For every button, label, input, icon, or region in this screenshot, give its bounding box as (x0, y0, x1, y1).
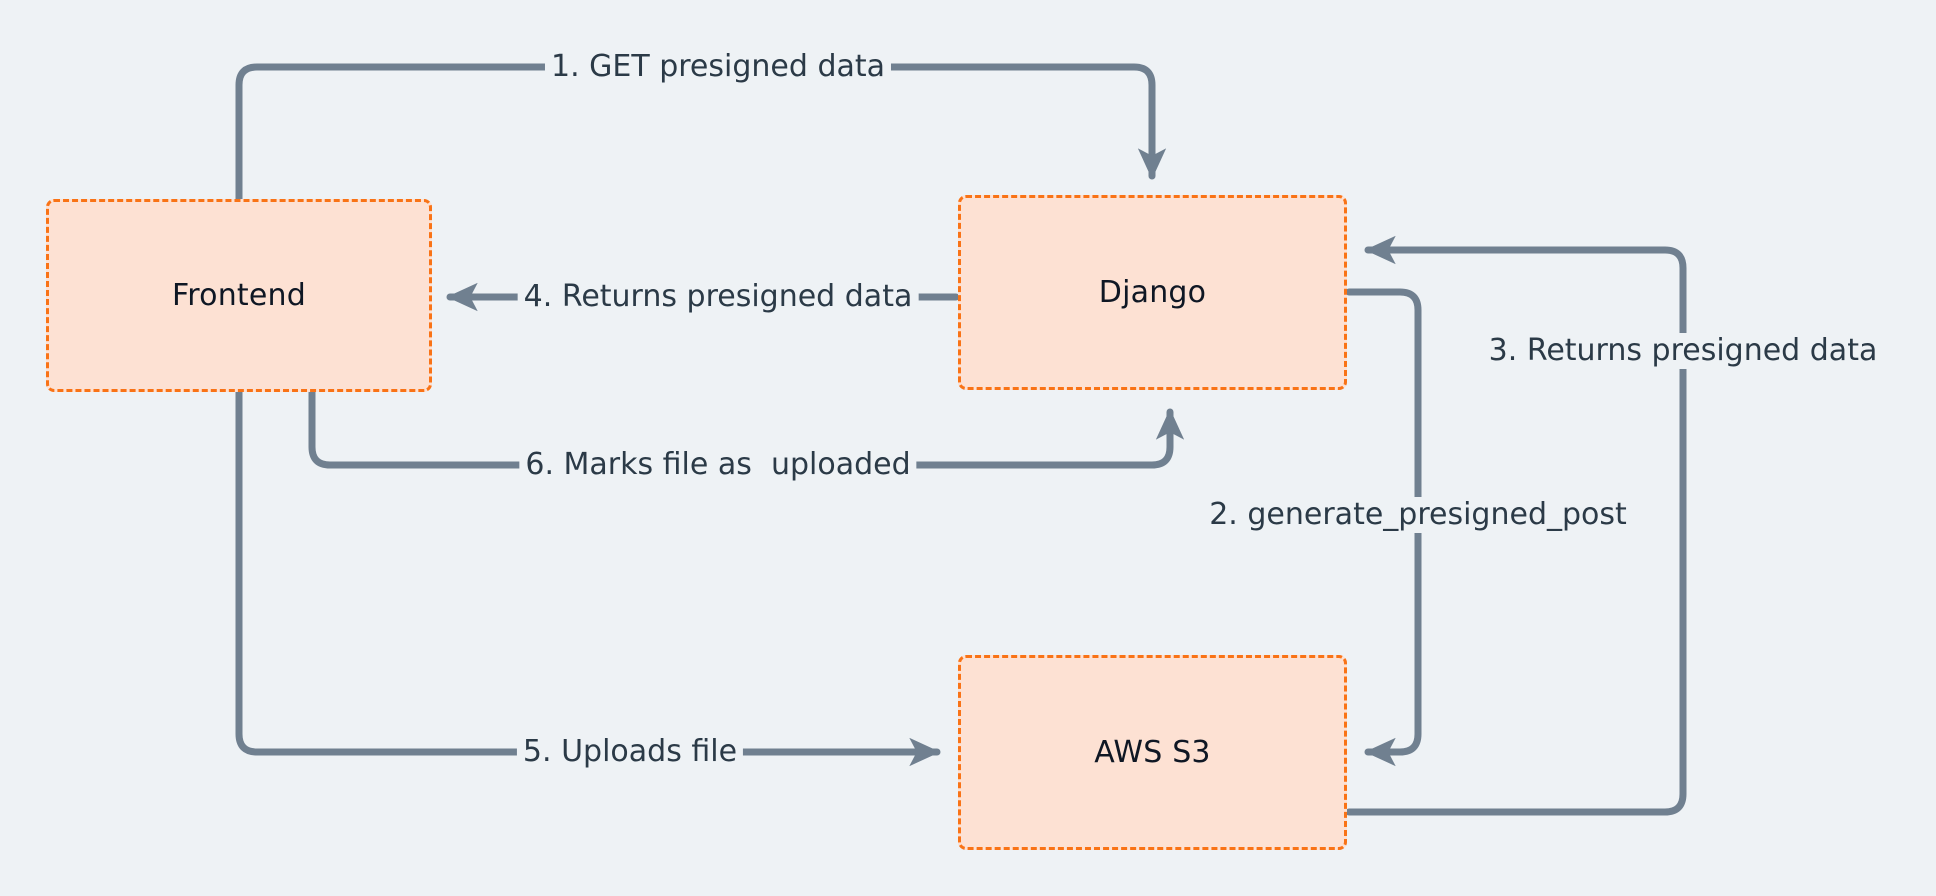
node-frontend[interactable]: Frontend (46, 199, 432, 392)
edge-path-5 (235, 388, 941, 767)
edge-path-6 (308, 388, 1185, 469)
edge-path-3 (1345, 235, 1687, 816)
node-aws-s3[interactable]: AWS S3 (958, 655, 1347, 850)
node-frontend-label: Frontend (172, 278, 306, 313)
node-django-label: Django (1098, 275, 1207, 310)
node-django[interactable]: Django (958, 195, 1347, 390)
edge-path-1 (235, 63, 1167, 203)
node-aws-s3-label: AWS S3 (1094, 735, 1211, 770)
edge-path-2 (1345, 288, 1422, 767)
